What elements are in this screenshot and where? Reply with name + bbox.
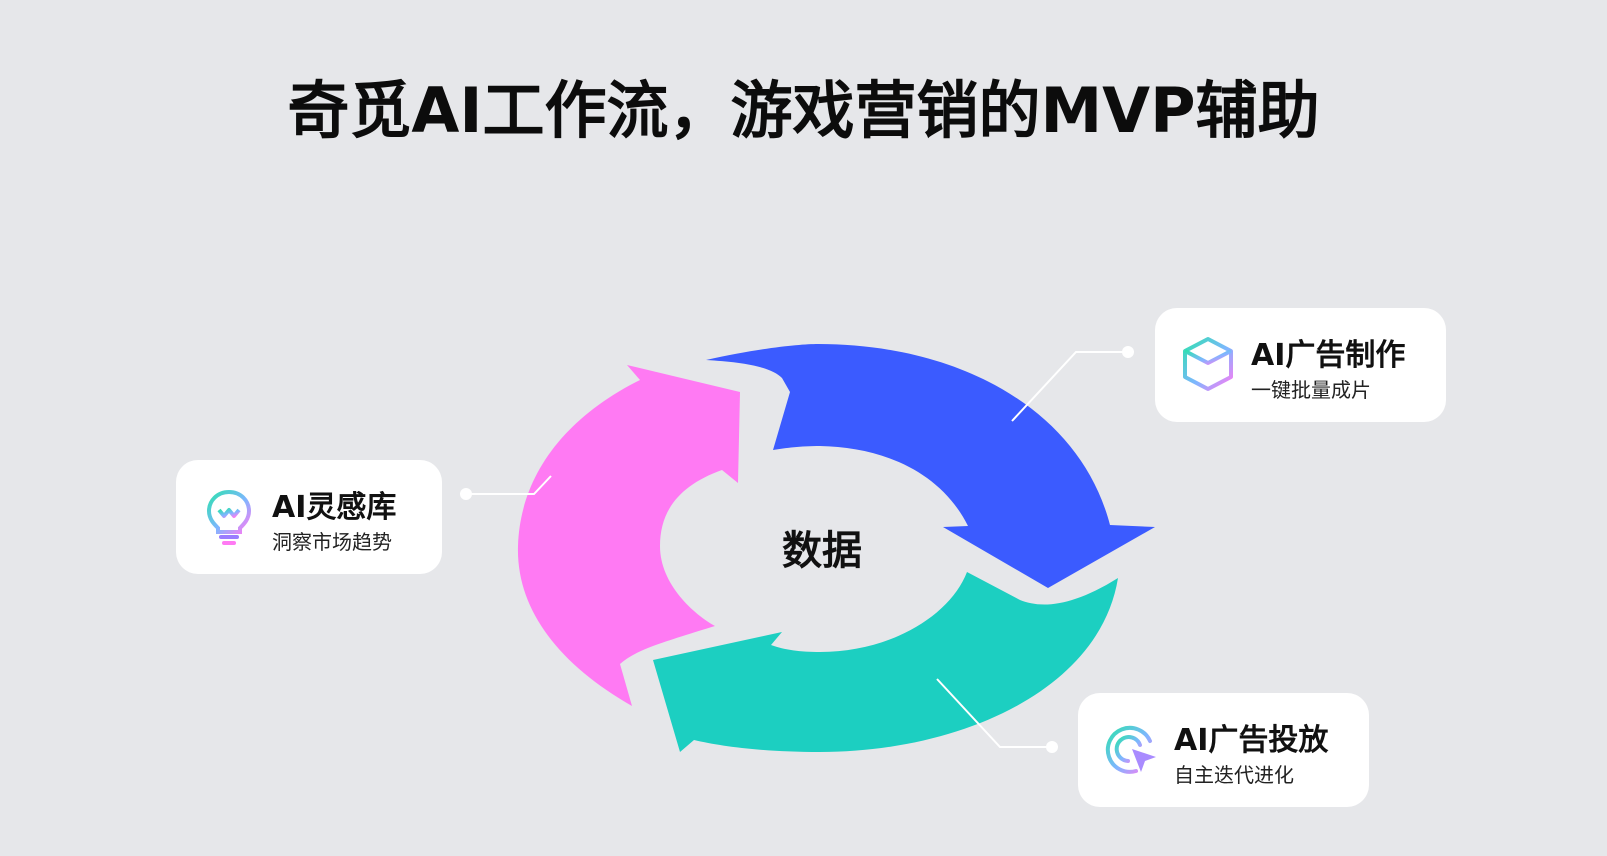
connector-dot — [1122, 346, 1134, 358]
cube-icon — [1179, 334, 1237, 394]
center-label: 数据 — [782, 528, 862, 574]
cycle-arrow-pink — [517, 365, 740, 706]
connector-production — [1011, 351, 1128, 422]
cycle-arrow-teal — [653, 572, 1118, 752]
connector-delivery — [936, 678, 1052, 748]
node-label: AI广告投放 — [1174, 723, 1329, 758]
node-label: AI灵感库 — [272, 490, 397, 525]
node-subtitle: 洞察市场趋势 — [272, 530, 392, 554]
connector-inspiration — [465, 475, 552, 495]
node-card-production: AI广告制作 一键批量成片 — [1155, 308, 1446, 422]
node-subtitle: 一键批量成片 — [1251, 378, 1371, 402]
node-subtitle: 自主迭代进化 — [1174, 763, 1294, 787]
cycle-arrow-blue — [706, 344, 1155, 588]
connector-dot — [1046, 741, 1058, 753]
connector-dot — [460, 488, 472, 500]
connector-lines — [465, 351, 1128, 748]
node-card-delivery: AI广告投放 自主迭代进化 — [1078, 693, 1369, 807]
lightbulb-icon — [200, 486, 258, 546]
node-card-inspiration: AI灵感库 洞察市场趋势 — [176, 460, 442, 574]
page-title: 奇觅AI工作流，游戏营销的MVP辅助 — [287, 74, 1320, 147]
cursor-target-icon — [1102, 719, 1160, 779]
node-label: AI广告制作 — [1251, 338, 1406, 373]
